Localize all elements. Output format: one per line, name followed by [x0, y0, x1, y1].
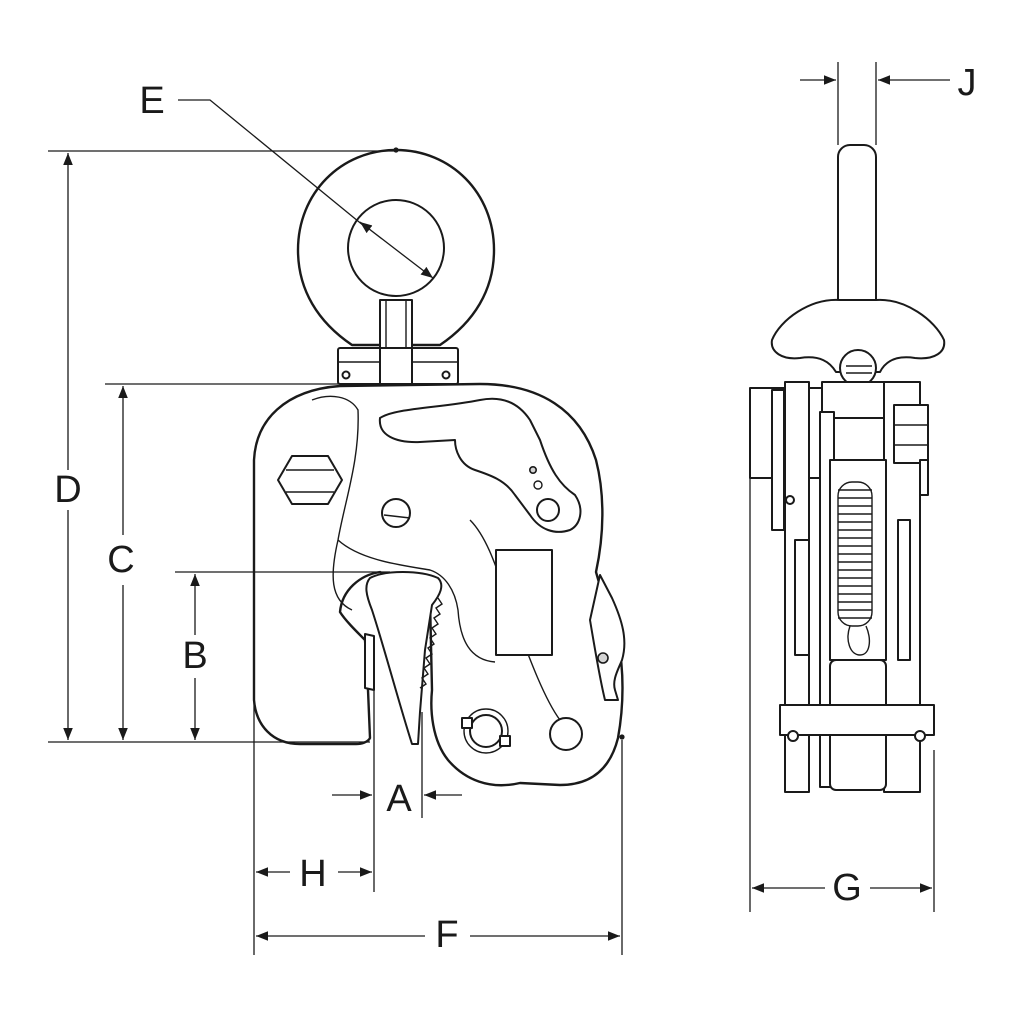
side-view [749, 144, 946, 912]
shackle-block [337, 347, 459, 385]
label-D: D [54, 469, 81, 511]
label-C: C [107, 539, 134, 581]
lifting-eye [296, 147, 496, 361]
label-H: H [299, 853, 326, 895]
label-E: E [139, 80, 164, 122]
label-B: B [182, 635, 207, 677]
label-F: F [435, 914, 458, 956]
spring [837, 481, 873, 656]
label-J: J [958, 62, 977, 104]
clamp-body [252, 382, 626, 787]
dimension-lines [48, 62, 950, 955]
front-view [252, 147, 626, 787]
label-A: A [386, 778, 412, 820]
label-G: G [832, 867, 862, 909]
